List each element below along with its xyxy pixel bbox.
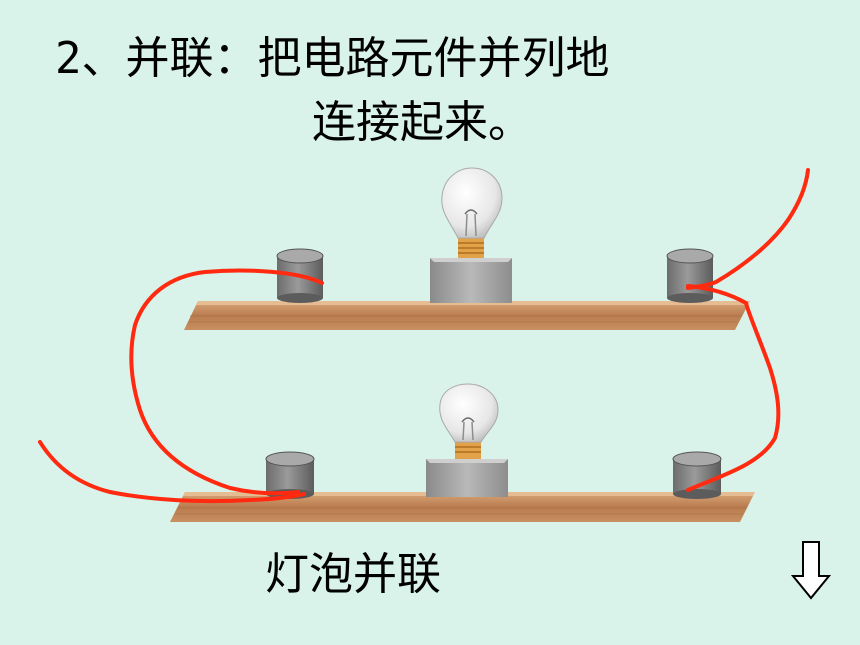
wire-right-loop	[686, 284, 781, 492]
wire-right-input	[686, 168, 810, 290]
heading-number: 2、	[55, 33, 126, 84]
board-top	[184, 301, 750, 330]
slide-heading: 2、并联：把电路元件并列地	[55, 32, 610, 86]
heading-definition-line2: 连接起来。	[312, 97, 532, 148]
down-arrow-icon[interactable]	[790, 540, 832, 606]
heading-term: 并联：	[125, 33, 258, 84]
wire-left-input	[38, 440, 306, 504]
wire-left-loop	[129, 268, 324, 496]
light-bulb-icon	[430, 167, 512, 303]
heading-definition-line1: 把电路元件并列地	[257, 33, 610, 84]
terminal-bottom-right	[672, 451, 722, 499]
light-bulb-icon	[426, 383, 508, 497]
board-bottom	[170, 492, 755, 522]
terminal-top-right	[666, 248, 714, 303]
slide-caption: 灯泡并联	[265, 549, 441, 600]
